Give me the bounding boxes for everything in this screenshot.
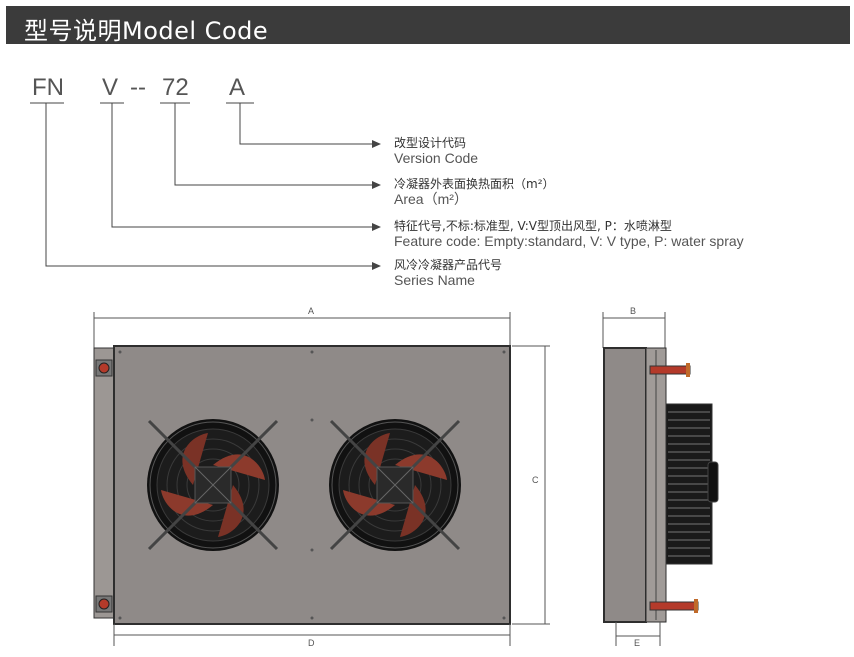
dim-a-label: A [308,306,314,316]
dim-d-label: D [308,638,315,648]
code-separator: -- [130,74,146,101]
code-version: A [229,74,246,101]
desc-series-en: Series Name [394,272,475,288]
desc-area: 冷凝器外表面换热面积（m²） Area（m²） [394,177,555,207]
desc-area-cn: 冷凝器外表面换热面积（m²） [394,177,555,191]
desc-version: 改型设计代码 Version Code [394,136,478,166]
page-title: 型号说明Model Code [24,17,269,45]
desc-series-cn: 风冷冷凝器产品代号 [394,258,503,272]
desc-series: 风冷冷凝器产品代号 Series Name [394,258,502,288]
desc-version-en: Version Code [394,150,479,166]
code-series: FN [32,74,64,101]
desc-version-cn: 改型设计代码 [394,136,467,150]
front-view: A C D [93,306,550,648]
desc-area-en: Area（m²） [394,191,468,207]
desc-feature-cn: 特征代号,不标:标准型, V:V型顶出风型, P：水喷淋型 [394,219,672,233]
header-bar: 型号说明Model Code [6,6,850,45]
code-area: 72 [162,74,189,101]
desc-feature-en: Feature code: Empty:standard, V: V type,… [394,233,744,249]
code-feature: V [102,74,119,101]
fan-left [145,417,281,553]
dim-c-label: C [532,475,539,485]
desc-feature: 特征代号,不标:标准型, V:V型顶出风型, P：水喷淋型 Feature co… [394,219,744,249]
fan-right [327,417,463,553]
side-view: B E [602,306,719,648]
dim-b-label: B [630,306,636,316]
dim-e-label: E [634,638,640,648]
